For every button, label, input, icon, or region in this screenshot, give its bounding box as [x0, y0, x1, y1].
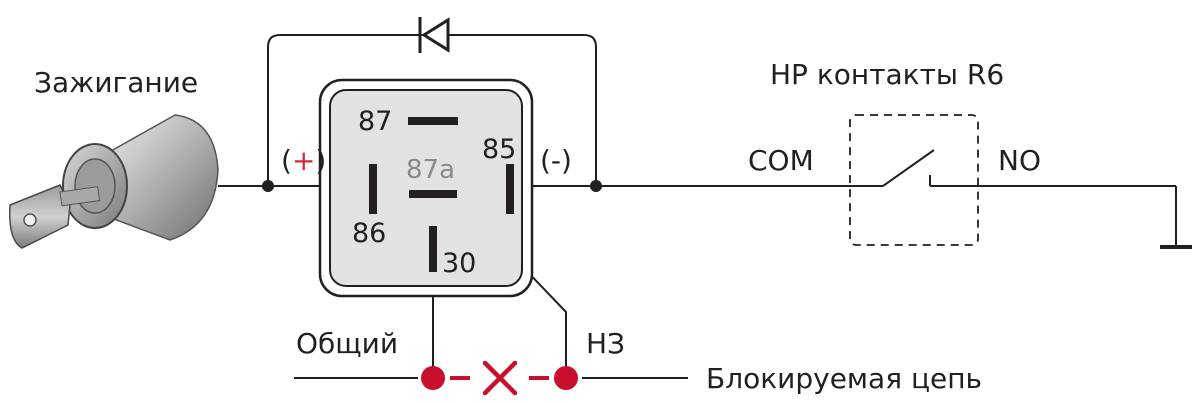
pin-85-blade [506, 164, 514, 214]
plus-label: (+) [281, 144, 326, 177]
pin-87a-label: 87a [406, 155, 455, 185]
blocked-circuit-break [421, 360, 578, 396]
junction-dot-right [590, 180, 602, 192]
ignition-key-switch-icon [9, 114, 219, 249]
pin-87-blade [408, 117, 458, 125]
common-label: Общий [296, 327, 398, 360]
minus-label: (-) [540, 144, 572, 177]
pin-86-blade [369, 164, 377, 214]
com-label: COM [748, 144, 814, 177]
no-label: NO [998, 144, 1041, 177]
relay-pins [369, 117, 514, 272]
diode-icon [418, 17, 450, 53]
pin-87a-blade [409, 190, 457, 198]
terminal-dot-left [421, 366, 445, 390]
pin-85-label: 85 [482, 134, 516, 165]
nc-label: НЗ [586, 327, 625, 360]
pin-30-blade [429, 226, 437, 272]
switch-contact-icon [882, 149, 935, 187]
nr-contacts-box [849, 114, 979, 246]
blocked-circuit-label: Блокируемая цепь [706, 362, 982, 395]
ignition-label: Зажигание [34, 66, 198, 99]
nr-contacts-label: НР контакты R6 [770, 58, 1004, 91]
cross-icon [482, 360, 518, 396]
relay-body [318, 78, 534, 298]
pin-86-label: 86 [352, 218, 386, 249]
pin-87-label: 87 [358, 106, 392, 137]
junction-dot-left [262, 180, 274, 192]
terminal-dot-right [554, 366, 578, 390]
pin-30-label: 30 [442, 248, 476, 279]
